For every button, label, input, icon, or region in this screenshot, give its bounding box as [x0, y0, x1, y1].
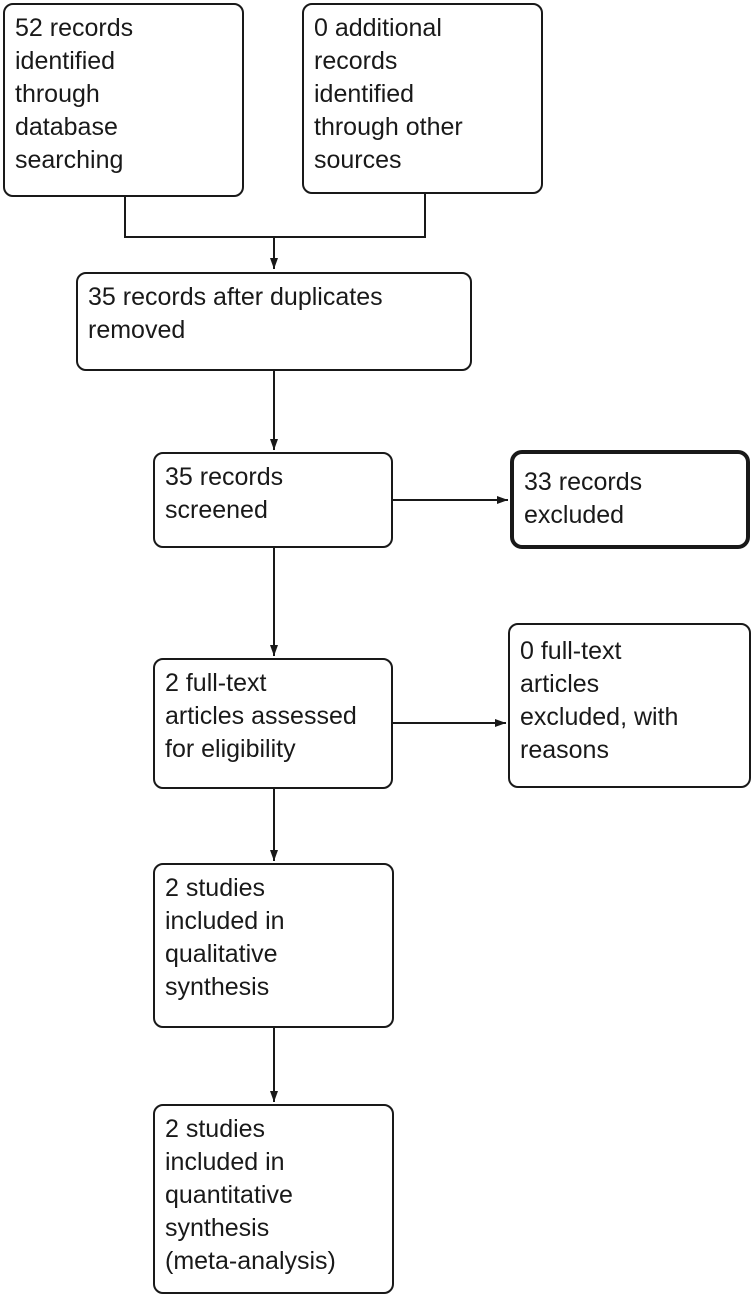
edge-merge-junction — [124, 193, 426, 238]
node-records-screened: 35 records screened — [153, 452, 393, 548]
node-studies-qualitative-synthesis: 2 studies included in qualitative synthe… — [153, 863, 394, 1028]
node-fulltext-articles-excluded: 0 full-text articles excluded, with reas… — [508, 623, 751, 788]
node-additional-records-other-sources: 0 additional records identified through … — [302, 3, 543, 194]
node-records-excluded: 33 records excluded — [510, 450, 750, 549]
node-records-after-duplicates-removed: 35 records after duplicates removed — [76, 272, 472, 371]
node-studies-quantitative-synthesis: 2 studies included in quantitative synth… — [153, 1104, 394, 1294]
node-fulltext-articles-assessed: 2 full-text articles assessed for eligib… — [153, 658, 393, 789]
node-records-identified-database: 52 records identified through database s… — [3, 3, 244, 197]
